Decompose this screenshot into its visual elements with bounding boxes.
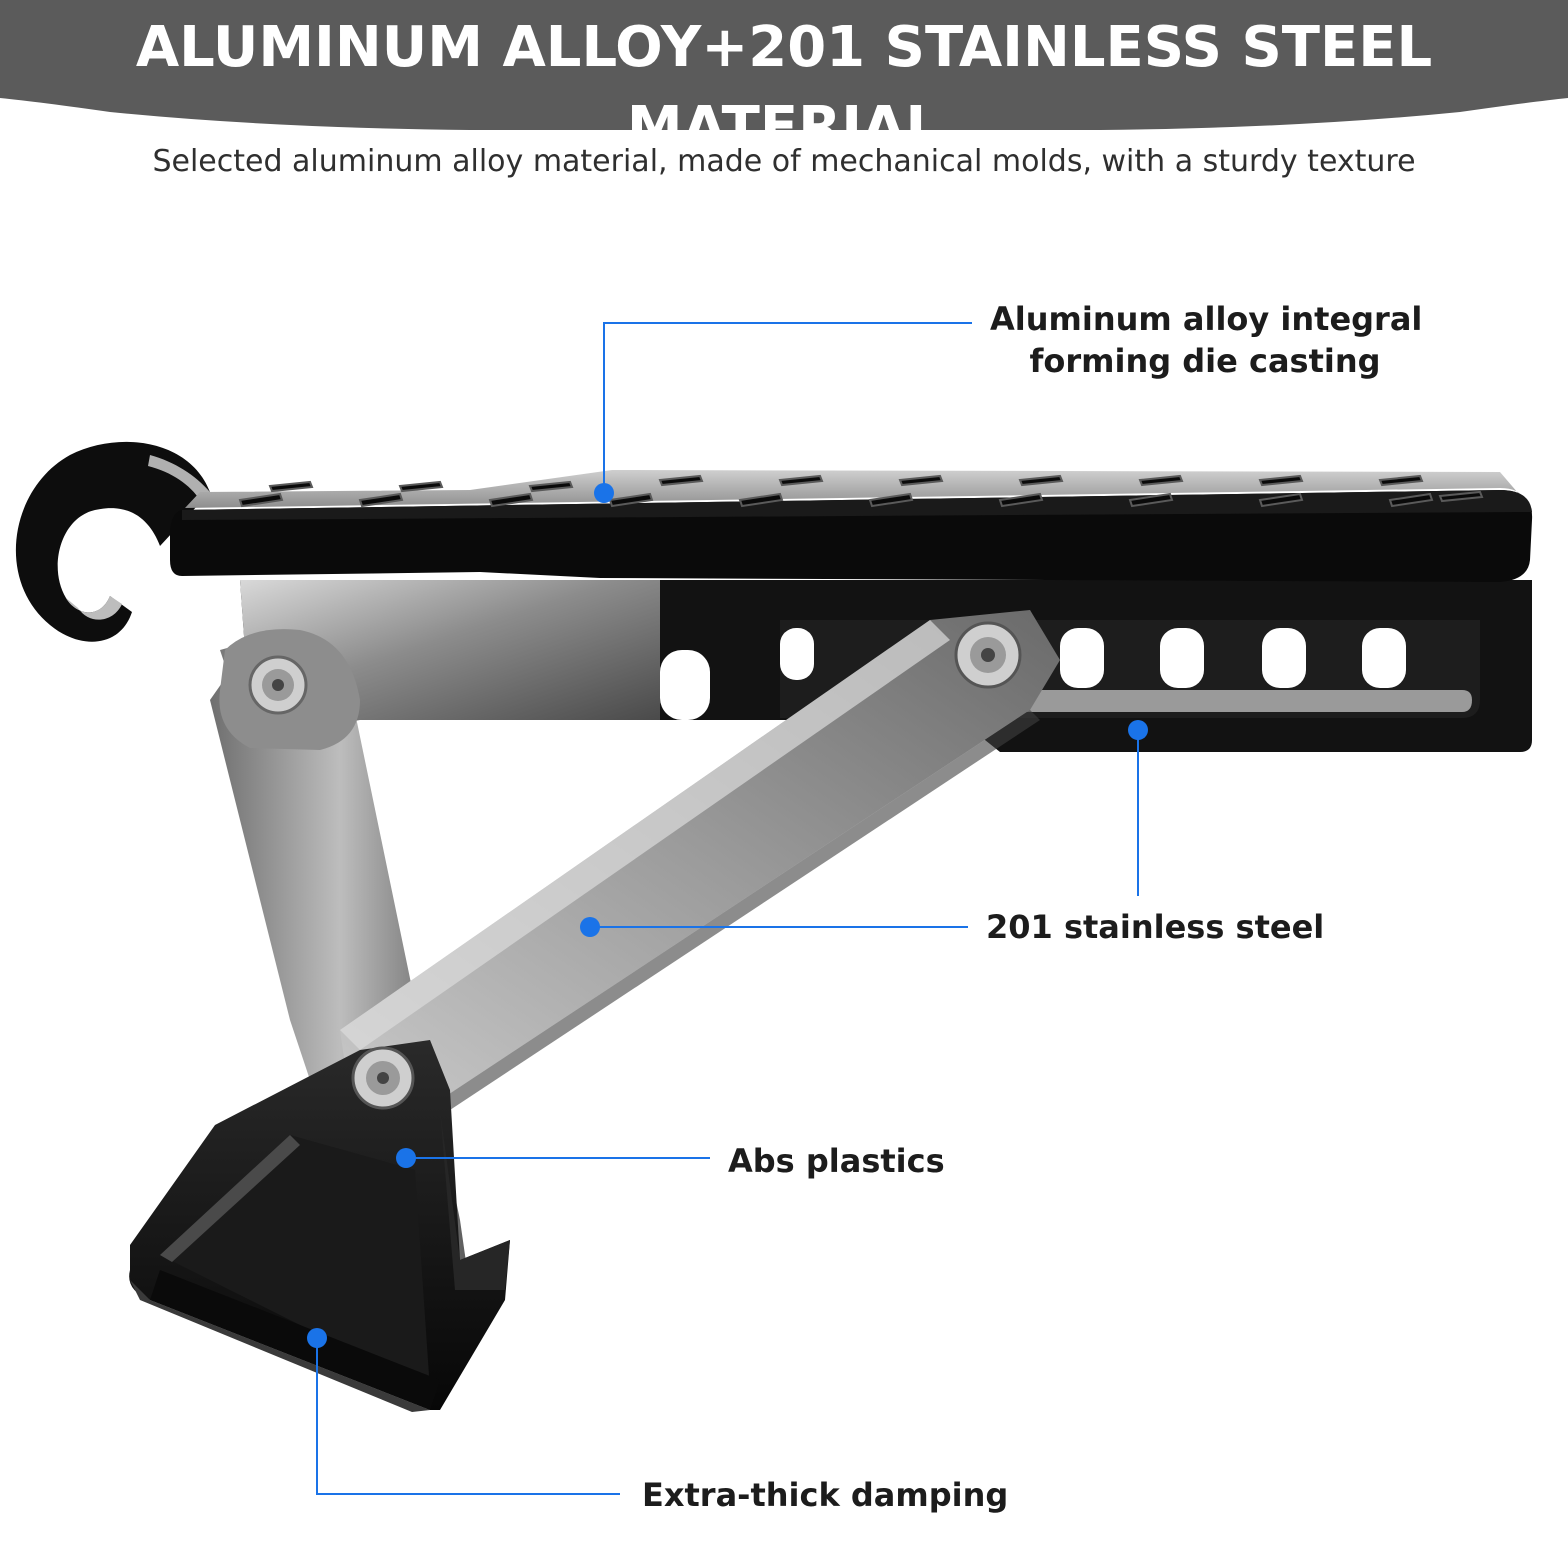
leader-damping bbox=[316, 1338, 620, 1495]
diagonal-arm bbox=[340, 610, 1060, 1100]
subtitle: Selected aluminum alloy material, made o… bbox=[152, 144, 1416, 179]
dot-aluminum bbox=[594, 483, 614, 503]
callout-aluminum-line-1: Aluminum alloy integral bbox=[990, 300, 1423, 338]
hook bbox=[15, 441, 211, 642]
abs-base bbox=[129, 1040, 510, 1412]
dot-damping bbox=[307, 1328, 327, 1348]
callout-stainless-steel: 201 stainless steel bbox=[986, 908, 1325, 946]
bolt-lower bbox=[351, 1046, 415, 1110]
callout-damping: Extra-thick damping bbox=[642, 1476, 1009, 1514]
dot-abs bbox=[396, 1148, 416, 1168]
bolt-rear bbox=[248, 655, 308, 715]
callout-aluminum-line-2: forming die casting bbox=[1029, 342, 1381, 380]
title-banner bbox=[0, 0, 1568, 130]
pedal-platform bbox=[170, 470, 1533, 582]
callout-aluminum-alloy: Aluminum alloy integral forming die cast… bbox=[990, 298, 1423, 382]
bolt-upper-arm bbox=[954, 621, 1022, 689]
banner-title: ALUMINUM ALLOY+201 STAINLESS STEEL MATER… bbox=[135, 15, 1433, 160]
callout-abs-plastics: Abs plastics bbox=[728, 1142, 945, 1180]
dot-steel-arm bbox=[580, 917, 600, 937]
dot-steel-rail bbox=[1128, 720, 1148, 740]
leader-aluminum bbox=[603, 322, 972, 493]
